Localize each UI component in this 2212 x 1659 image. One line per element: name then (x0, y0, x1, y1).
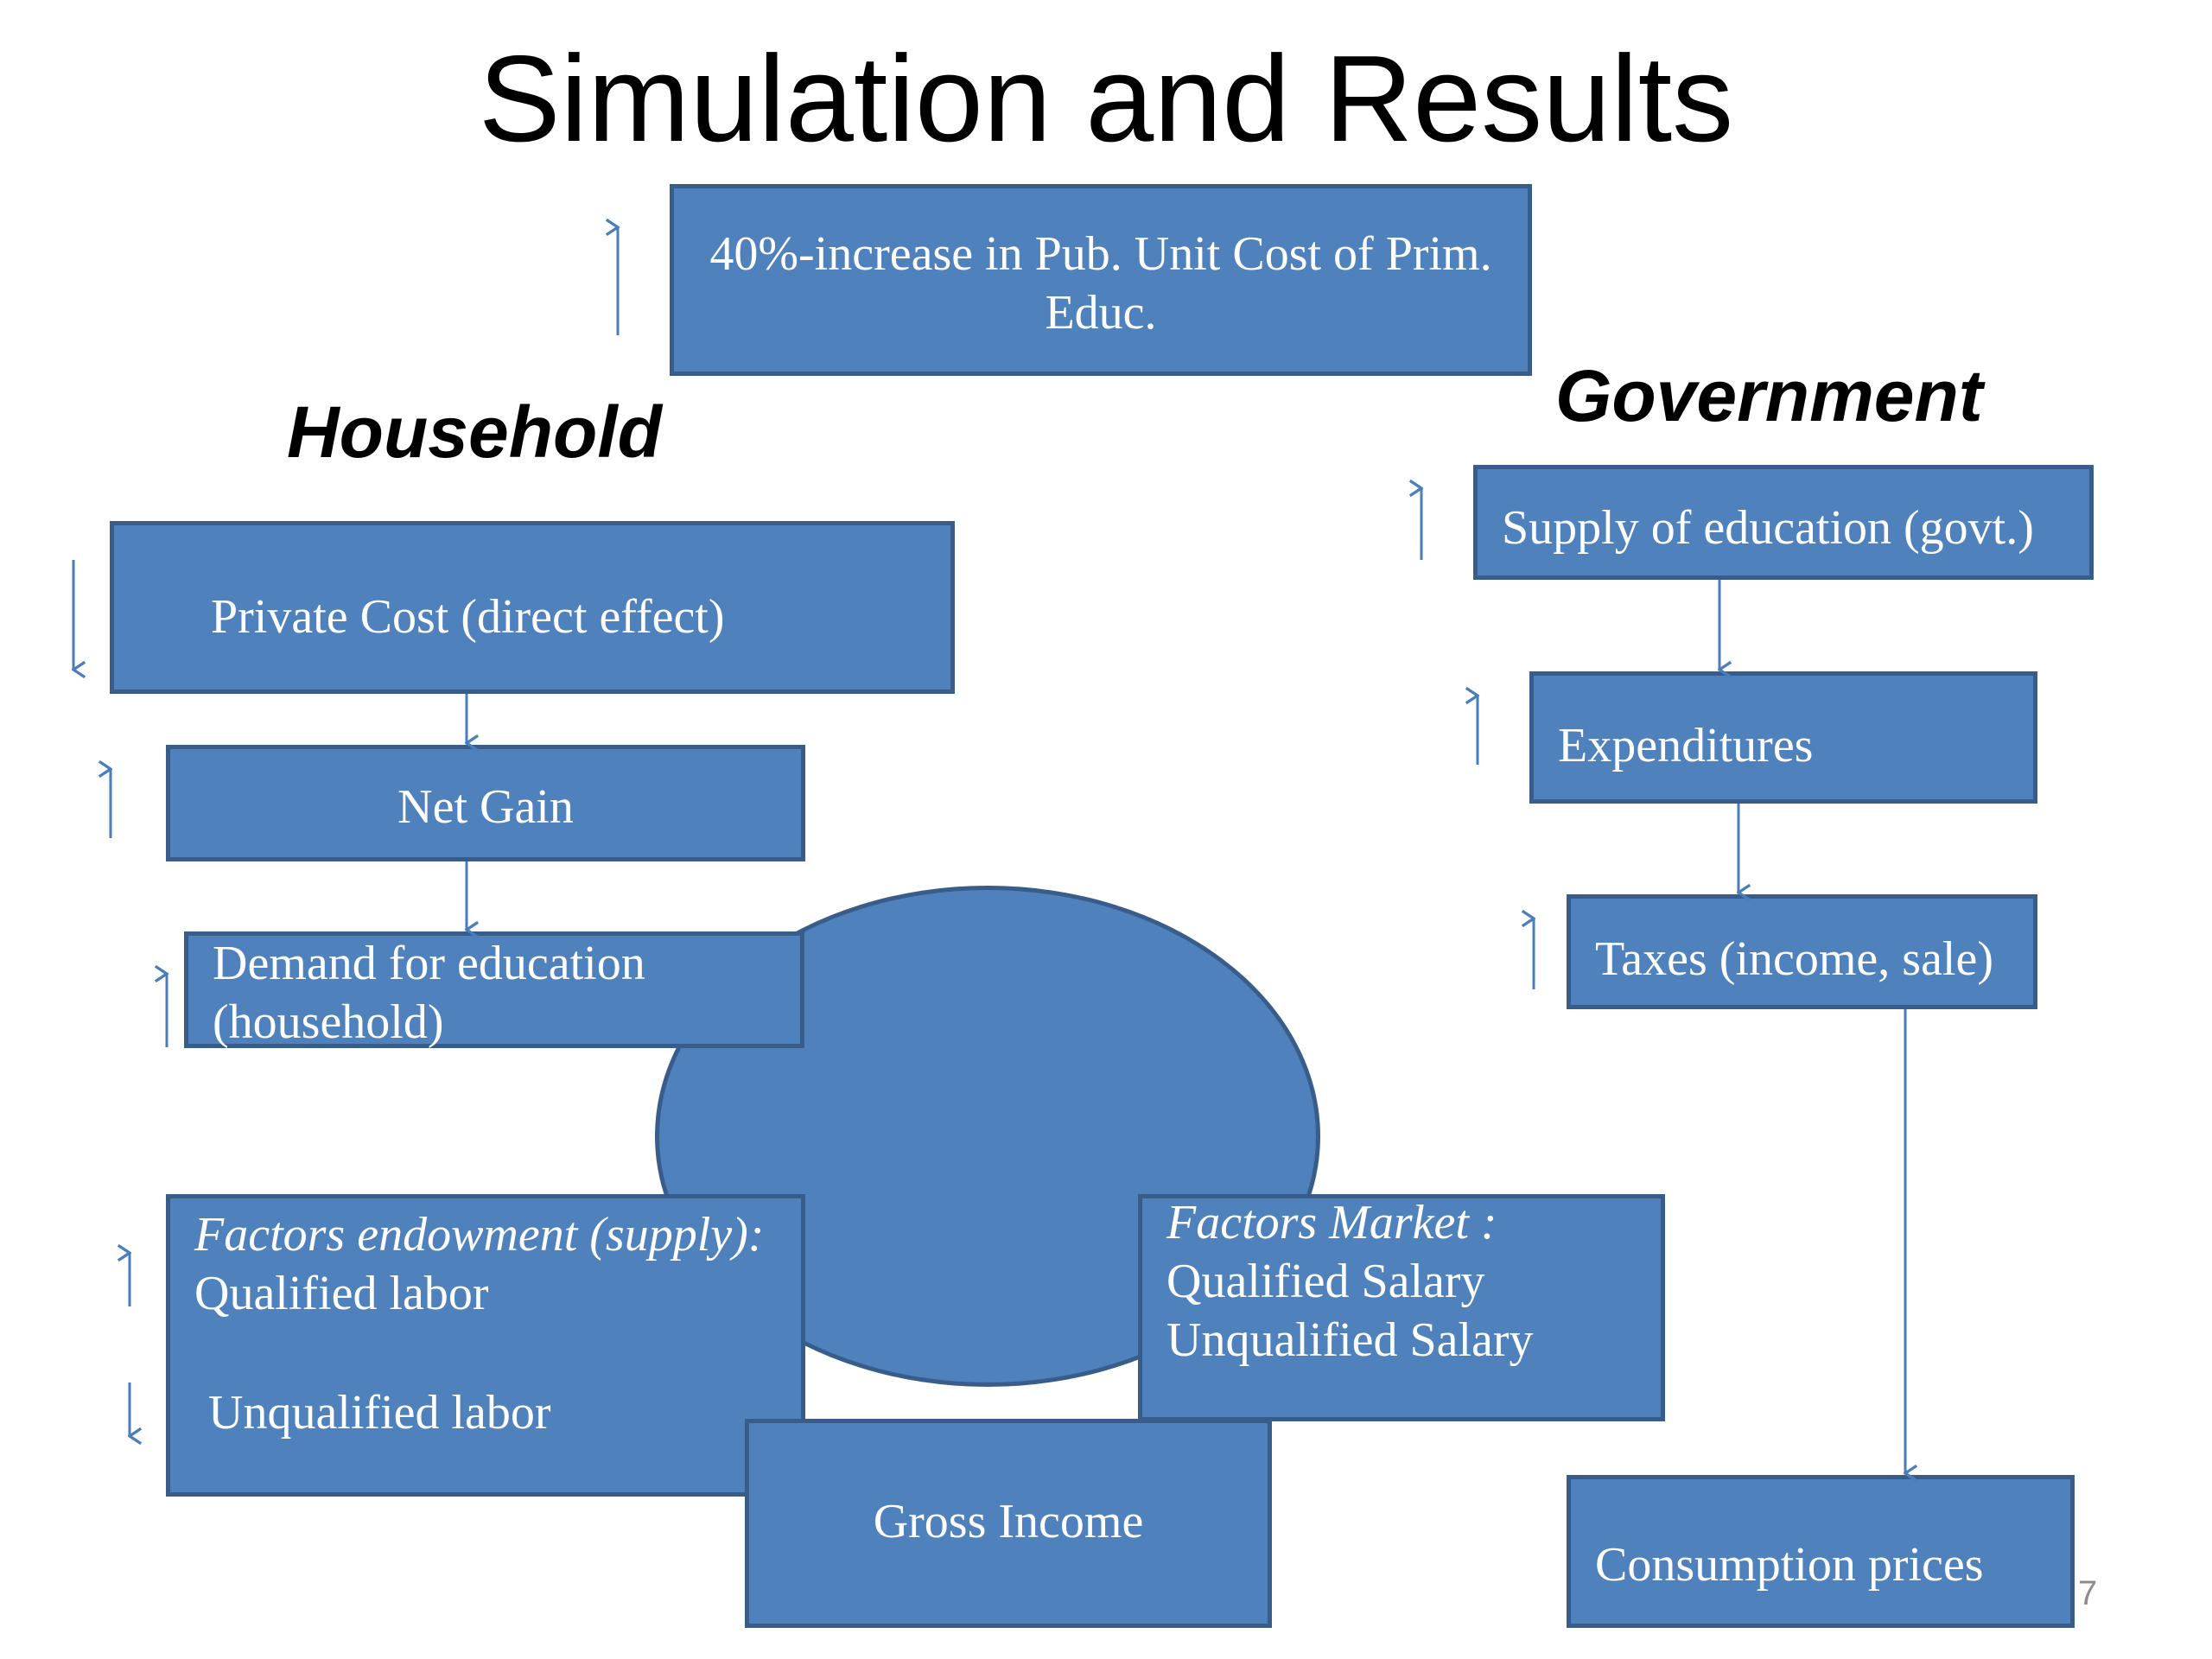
factors-market-heading: Factors Market : (1166, 1196, 1497, 1249)
shock-line-2: Educ. (1045, 286, 1157, 340)
consumption-prices-box: Consumption prices (1567, 1475, 2075, 1628)
factors-endowment-box: Factors endowment (supply): Qualified la… (166, 1194, 805, 1497)
government-heading: Government (1555, 355, 1983, 436)
private-cost-label: Private Cost (direct effect) (211, 590, 725, 644)
unqualified-labor-label: Unqualified labor (208, 1386, 551, 1440)
taxes-box: Taxes (income, sale) (1567, 894, 2037, 1009)
qualified-salary-label: Qualified Salary (1166, 1255, 1485, 1308)
gross-income-box: Gross Income (745, 1419, 1272, 1628)
gross-income-label: Gross Income (873, 1495, 1144, 1548)
shock-box: 40%-increase in Pub. Unit Cost of Prim. … (670, 184, 1532, 376)
factors-endowment-heading: Factors endowment (supply): (194, 1208, 765, 1262)
page-number: 7 (2078, 1574, 2098, 1612)
qualified-labor-label: Qualified labor (194, 1267, 489, 1320)
factors-market-box: Factors Market : Qualified Salary Unqual… (1138, 1194, 1665, 1421)
supply-govt-box: Supply of education (govt.) (1473, 465, 2094, 580)
private-cost-box: Private Cost (direct effect) (110, 521, 955, 694)
demand-box: Demand for education (household) (184, 931, 804, 1049)
net-gain-label: Net Gain (397, 780, 574, 834)
slide-title: Simulation and Results (478, 30, 1734, 168)
expenditures-box: Expenditures (1529, 671, 2037, 804)
unqualified-salary-label: Unqualified Salary (1166, 1313, 1534, 1367)
taxes-label: Taxes (income, sale) (1595, 932, 1993, 986)
demand-line-1: Demand for education (213, 937, 645, 990)
household-heading: Household (287, 391, 662, 473)
consumption-prices-label: Consumption prices (1595, 1538, 1984, 1592)
demand-line-2: (household) (213, 995, 444, 1049)
net-gain-box: Net Gain (166, 745, 805, 861)
expenditures-label: Expenditures (1558, 719, 1814, 772)
supply-govt-label: Supply of education (govt.) (1502, 501, 2034, 555)
shock-line-1: 40%-increase in Pub. Unit Cost of Prim. (709, 227, 1492, 281)
